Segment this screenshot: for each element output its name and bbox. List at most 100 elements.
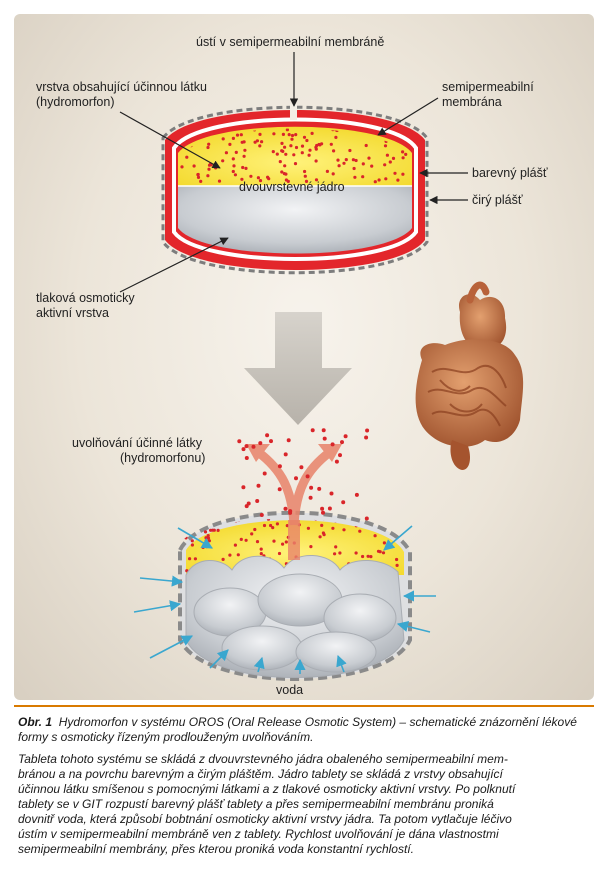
drug-particle bbox=[244, 444, 249, 449]
drug-particle bbox=[348, 148, 352, 153]
drug-particle bbox=[294, 133, 298, 137]
label-core: dvouvrstevné jádro bbox=[239, 180, 345, 194]
intact-tablet bbox=[161, 104, 429, 275]
drug-particle bbox=[190, 539, 194, 543]
drug-particle bbox=[258, 441, 263, 446]
drug-particle bbox=[338, 453, 342, 458]
drug-particle bbox=[314, 178, 319, 182]
caption-line: ústím v semipermeabilní membráně ven z t… bbox=[18, 827, 499, 841]
drug-particle bbox=[338, 551, 342, 555]
drug-particle bbox=[280, 170, 284, 174]
drug-particle bbox=[354, 551, 358, 555]
drug-particle bbox=[344, 158, 348, 162]
drug-particle bbox=[259, 547, 263, 551]
drug-particle bbox=[294, 145, 299, 150]
drug-particle bbox=[320, 506, 325, 511]
drug-particle bbox=[310, 131, 314, 135]
drug-particle bbox=[383, 144, 388, 148]
drug-particle bbox=[224, 151, 228, 155]
drug-particle bbox=[221, 159, 225, 163]
drug-particle bbox=[352, 166, 356, 171]
drug-particle bbox=[325, 169, 329, 173]
label-orifice: ústí v semipermeabilní membráně bbox=[196, 35, 385, 49]
orifice-shape bbox=[290, 104, 297, 120]
drug-particle bbox=[190, 543, 194, 547]
drug-particle bbox=[258, 179, 263, 183]
released-drug-particles bbox=[237, 428, 370, 521]
drug-particle bbox=[370, 164, 374, 168]
drug-particle bbox=[314, 147, 318, 151]
clear-coat-outline bbox=[161, 105, 429, 275]
drug-particle bbox=[401, 150, 405, 154]
drug-particle bbox=[272, 132, 276, 136]
label-clear-coat: čirý plášť bbox=[472, 193, 523, 207]
drug-particle bbox=[258, 144, 262, 148]
drug-particle bbox=[342, 161, 346, 165]
drug-particle bbox=[249, 174, 253, 178]
drug-particle bbox=[259, 513, 264, 517]
drug-particle bbox=[340, 440, 344, 445]
drug-particle bbox=[306, 526, 310, 530]
drug-particle bbox=[300, 151, 304, 155]
drug-particle bbox=[282, 172, 286, 176]
drug-particle bbox=[283, 506, 288, 511]
drug-particle bbox=[361, 175, 365, 179]
drug-particle bbox=[271, 150, 275, 154]
drug-particle bbox=[206, 145, 210, 150]
drug-particle bbox=[292, 153, 296, 157]
drug-particle bbox=[214, 509, 217, 512]
drug-particle bbox=[354, 158, 358, 163]
drug-particle bbox=[212, 528, 216, 532]
drug-layer-shape bbox=[178, 126, 412, 186]
drug-particle bbox=[231, 157, 235, 161]
drug-particle bbox=[239, 537, 243, 542]
drug-particle bbox=[184, 536, 188, 540]
drug-particle bbox=[303, 174, 307, 178]
drug-particle bbox=[331, 172, 335, 176]
drug-particle bbox=[377, 178, 381, 182]
drug-particle bbox=[284, 152, 288, 156]
drug-particle bbox=[333, 552, 337, 556]
drug-particle bbox=[269, 523, 273, 528]
drug-particle bbox=[309, 485, 314, 490]
drug-particle bbox=[361, 162, 365, 166]
drug-particle bbox=[299, 465, 304, 470]
drug-particle bbox=[244, 538, 248, 542]
drug-particle bbox=[368, 514, 371, 517]
drug-particle bbox=[334, 545, 338, 549]
drug-particle bbox=[349, 513, 352, 516]
drug-particle bbox=[373, 534, 377, 538]
drug-particle bbox=[342, 528, 346, 532]
drug-particle bbox=[246, 501, 251, 506]
drug-particle bbox=[241, 485, 246, 490]
drug-particle bbox=[207, 167, 211, 171]
drug-particle bbox=[255, 139, 259, 143]
drug-particle bbox=[283, 164, 287, 168]
transition-arrow bbox=[244, 312, 352, 425]
drug-particle bbox=[317, 486, 322, 491]
drug-particle bbox=[277, 551, 282, 556]
caption-line: semipermeabilní membrány, přes kterou pr… bbox=[18, 842, 414, 856]
caption-line: bránou a na povrchu barevným a čirým plá… bbox=[18, 767, 503, 781]
drug-particle bbox=[308, 148, 312, 152]
drug-particle bbox=[187, 523, 191, 527]
drug-particle bbox=[401, 172, 405, 176]
drug-particle bbox=[290, 137, 294, 141]
drug-particle bbox=[235, 133, 240, 137]
drug-particle bbox=[277, 487, 282, 492]
drug-particles bbox=[178, 128, 408, 184]
drug-particle bbox=[293, 162, 298, 166]
label-release-2: (hydromorfonu) bbox=[120, 451, 206, 465]
drug-particle bbox=[309, 545, 313, 549]
drug-particle bbox=[209, 528, 213, 532]
drug-particle bbox=[330, 442, 335, 447]
drug-particle bbox=[262, 523, 267, 528]
drug-particle bbox=[288, 510, 293, 515]
drug-particle bbox=[331, 526, 335, 530]
drug-particle bbox=[216, 528, 220, 533]
drug-particle bbox=[314, 159, 318, 163]
drug-particle bbox=[343, 434, 348, 439]
drug-particle bbox=[284, 540, 288, 544]
drug-particle bbox=[337, 164, 341, 168]
drug-particle bbox=[369, 555, 373, 559]
